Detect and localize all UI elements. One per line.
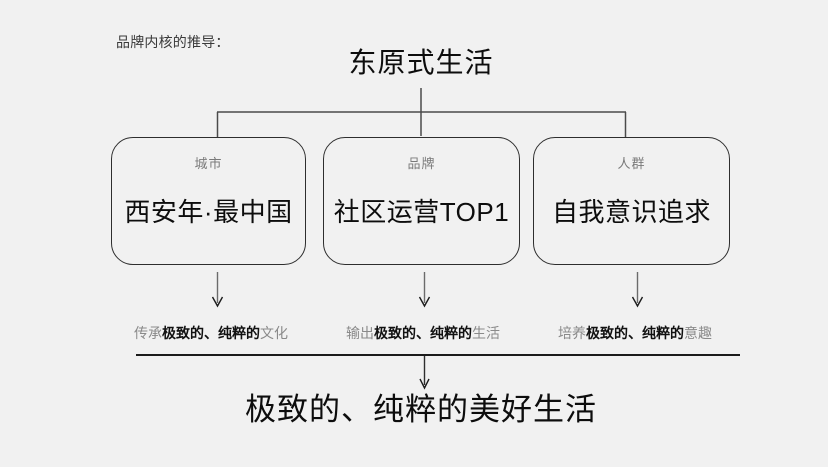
- pillar-card-kicker: 品牌: [407, 156, 436, 171]
- branch-arrow-down-2: [418, 272, 431, 308]
- outcome-suffix: 意趣: [684, 325, 712, 341]
- pillar-card-title: 西安年·最中国: [124, 197, 293, 227]
- outcome-prefix: 传承: [134, 325, 162, 341]
- branch-arrow-down-1: [211, 272, 224, 308]
- outcome-emphasis: 极致的、纯粹的: [586, 325, 684, 341]
- outcome-suffix: 生活: [472, 325, 500, 341]
- pillar-card-kicker: 城市: [194, 156, 223, 171]
- outcome-caption-life: 输出极致的、纯粹的生活: [323, 322, 523, 344]
- branch-arrow-down-3: [631, 272, 644, 308]
- outcome-caption-culture: 传承极致的、纯粹的文化: [111, 322, 311, 344]
- pillar-card-title: 自我意识追求: [551, 197, 711, 227]
- final-arrow-down: [419, 356, 430, 390]
- pillar-card-title: 社区运营TOP1: [333, 197, 510, 227]
- pillar-card-city[interactable]: 城市 西安年·最中国: [111, 137, 306, 265]
- root-title: 东原式生活: [348, 47, 494, 78]
- outcome-caption-interest: 培养极致的、纯粹的意趣: [535, 322, 735, 344]
- outcome-suffix: 文化: [260, 325, 288, 341]
- outcome-emphasis: 极致的、纯粹的: [374, 325, 472, 341]
- pillar-card-audience[interactable]: 人群 自我意识追求: [533, 137, 730, 265]
- outcome-prefix: 培养: [558, 325, 586, 341]
- intro-label: 品牌内核的推导：: [116, 34, 230, 50]
- pillar-card-kicker: 人群: [617, 156, 646, 171]
- outcome-emphasis: 极致的、纯粹的: [162, 325, 260, 341]
- final-statement: 极致的、纯粹的美好生活: [245, 392, 597, 427]
- outcome-prefix: 输出: [346, 325, 374, 341]
- pillar-card-brand[interactable]: 品牌 社区运营TOP1: [323, 137, 520, 265]
- summary-divider-rule: [136, 354, 740, 356]
